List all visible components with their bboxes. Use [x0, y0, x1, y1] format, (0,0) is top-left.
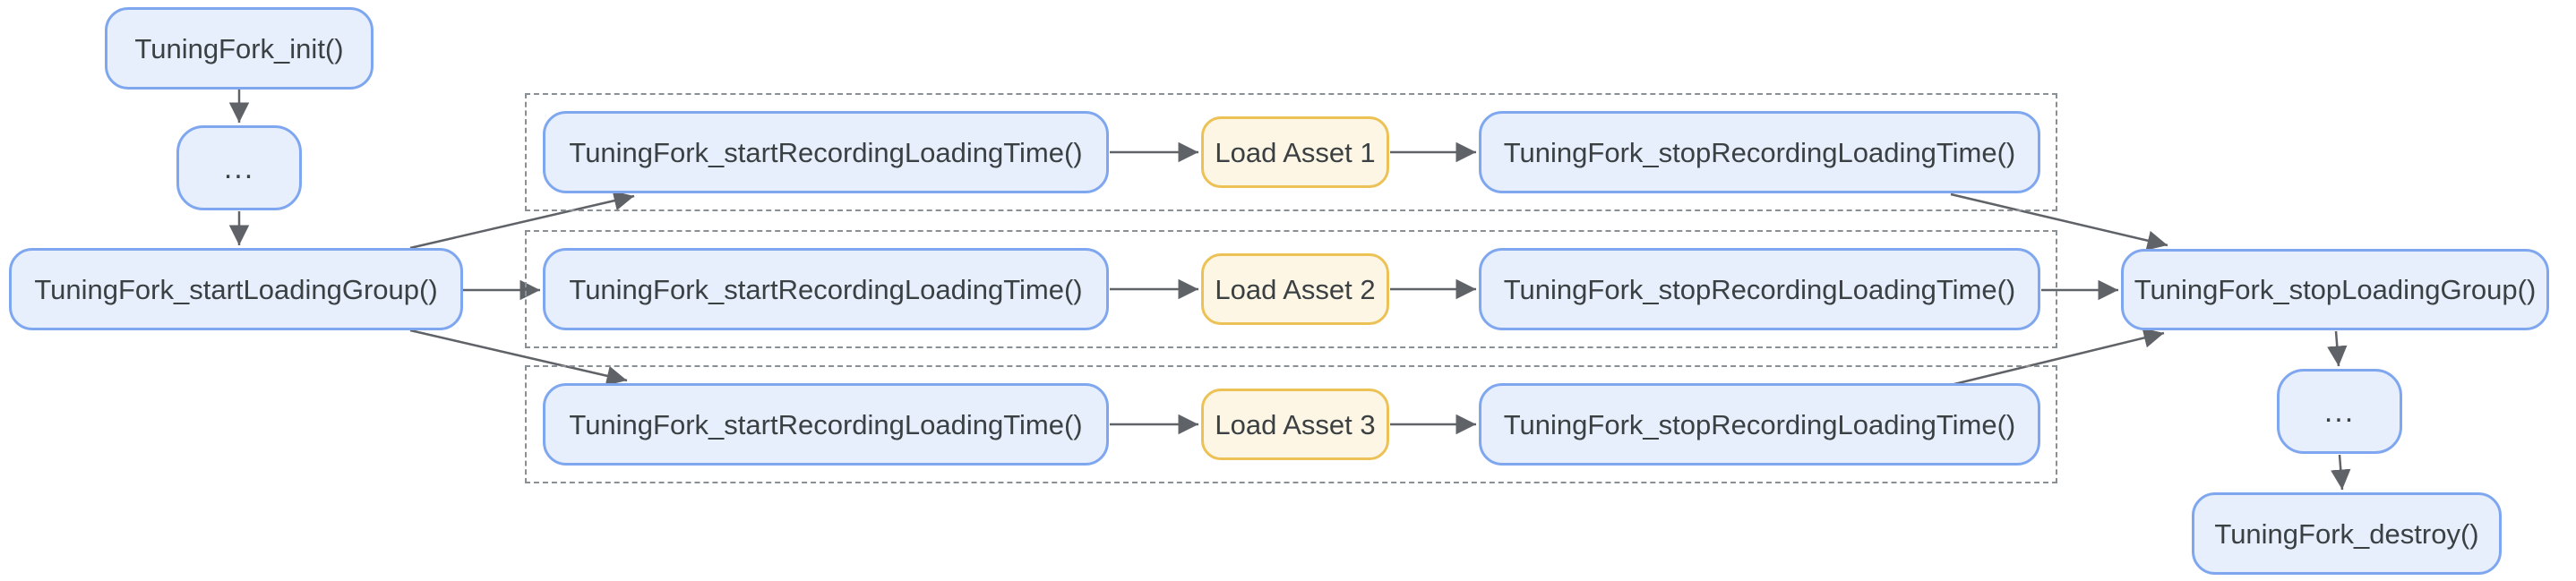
node-stop-loading-group: TuningFork_stopLoadingGroup() — [2121, 249, 2549, 330]
loading-group-row-2 — [525, 230, 2057, 348]
node-ellipsis-right: ... — [2277, 369, 2402, 454]
node-stop-recording-row-1: TuningFork_stopRecordingLoadingTime() — [1479, 111, 2040, 193]
node-tuningfork-init: TuningFork_init() — [105, 7, 374, 90]
node-load-asset-1: Load Asset 1 — [1201, 116, 1389, 188]
node-stop-recording-row-2: TuningFork_stopRecordingLoadingTime() — [1479, 248, 2040, 330]
node-tuningfork-destroy: TuningFork_destroy() — [2192, 492, 2502, 575]
node-ellipsis-left: ... — [176, 125, 302, 210]
node-start-loading-group: TuningFork_startLoadingGroup() — [9, 248, 463, 330]
arrow-stop-group-to-ellipsis — [2327, 330, 2348, 367]
node-start-recording-row-1: TuningFork_startRecordingLoadingTime() — [543, 111, 1109, 193]
loading-group-row-1 — [525, 93, 2057, 211]
node-start-recording-row-3: TuningFork_startRecordingLoadingTime() — [543, 383, 1109, 466]
node-load-asset-3: Load Asset 3 — [1201, 389, 1389, 460]
loading-group-row-3 — [525, 365, 2057, 483]
arrow-ellipsis-to-destroy — [2331, 454, 2351, 491]
node-start-recording-row-2: TuningFork_startRecordingLoadingTime() — [543, 248, 1109, 330]
node-stop-recording-row-3: TuningFork_stopRecordingLoadingTime() — [1479, 383, 2040, 466]
node-load-asset-2: Load Asset 2 — [1201, 253, 1389, 325]
